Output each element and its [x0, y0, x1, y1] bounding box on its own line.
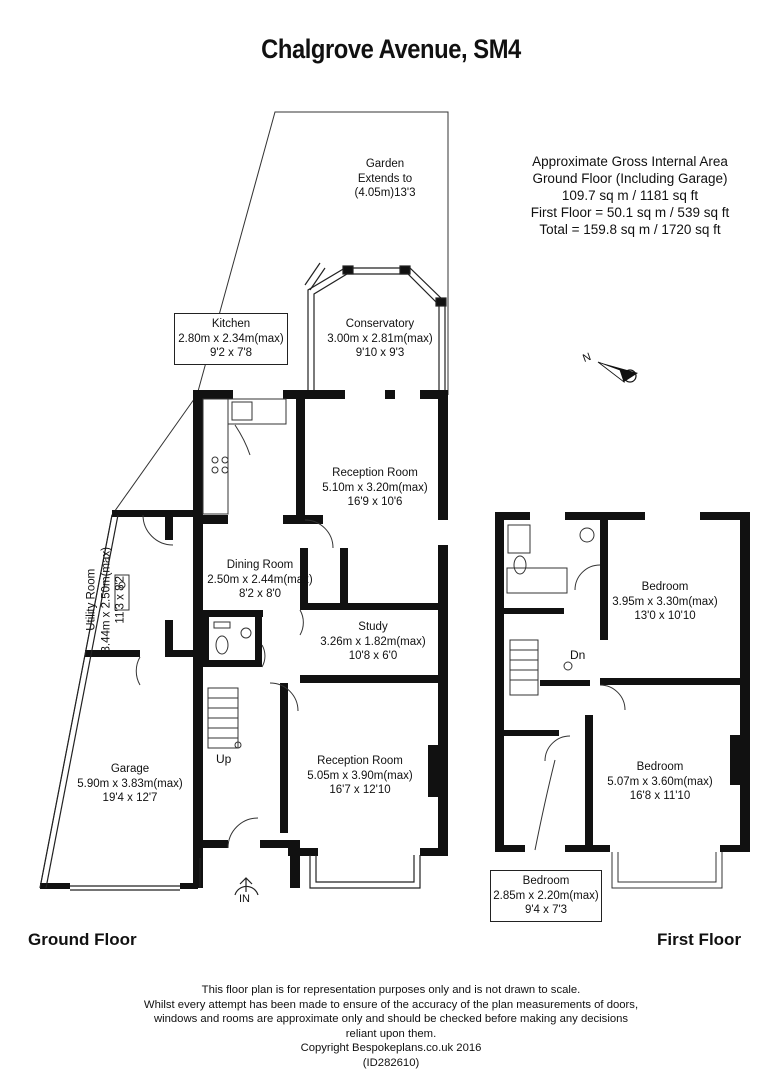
area-heading: Approximate Gross Internal Area	[532, 154, 728, 169]
footer-disclaimer: This floor plan is for representation pu…	[0, 983, 782, 1071]
garden-line-3: (4.05m)13'3	[354, 187, 416, 199]
room-imperial: 16'8 x 11'10	[629, 790, 691, 802]
room-name: Reception Room	[317, 755, 403, 767]
floor-name-first: First Floor	[657, 930, 742, 949]
footer-line-5: Copyright Bespokeplans.co.uk 2016	[300, 1042, 482, 1055]
kitchen-fittings	[202, 398, 287, 515]
area-total: Total = 159.8 sq m / 1720 sq ft	[539, 222, 721, 237]
room-imperial: 16'7 x 12'10	[329, 784, 391, 796]
bay-window	[309, 855, 421, 889]
room-label-study: Study 3.26m x 1.82m(max) 10'8 x 6'0	[313, 620, 433, 664]
garden-label: Garden Extends to (4.05m)13'3	[330, 157, 440, 201]
room-name: Conservatory	[345, 318, 415, 330]
first-floor-fittings	[506, 524, 723, 889]
area-ground-value: 109.7 sq m / 1181 sq ft	[561, 188, 699, 203]
room-name: Reception Room	[332, 467, 418, 479]
room-name: Utility Room	[85, 568, 98, 631]
garage-outline	[39, 514, 201, 891]
room-name: Bedroom	[636, 761, 684, 773]
entrance-label: IN	[239, 893, 250, 905]
footer-line-3: windows and rooms are approximate only a…	[153, 1013, 629, 1026]
compass-icon	[597, 361, 638, 384]
room-metric: 5.05m x 3.90m(max)	[307, 769, 413, 782]
room-label-bedroom-3: Bedroom 2.85m x 2.20m(max) 9'4 x 7'3	[490, 870, 602, 922]
footer-line-1: This floor plan is for representation pu…	[201, 984, 581, 996]
room-imperial: 9'10 x 9'3	[355, 347, 405, 359]
ground-stairs	[207, 687, 242, 749]
page-title: Chalgrove Avenue, SM4	[261, 34, 521, 64]
room-label-dining: Dining Room 2.50m x 2.44m(max) 8'2 x 8'0	[200, 558, 320, 602]
room-metric: 3.00m x 2.81m(max)	[327, 332, 433, 345]
footer-line-6: (ID282610)	[362, 1056, 420, 1069]
room-metric: 3.44m x 2.50m(max)	[99, 547, 112, 653]
room-name: Kitchen	[211, 318, 251, 330]
garden-line-2: Extends to	[357, 172, 413, 185]
room-label-reception-2: Reception Room 5.05m x 3.90m(max) 16'7 x…	[300, 754, 420, 798]
ground-doors	[135, 514, 334, 849]
footer-line-4: reliant upon them.	[345, 1027, 437, 1040]
room-name: Study	[358, 621, 388, 633]
garden-line-1: Garden	[365, 158, 405, 170]
room-imperial: 16'9 x 10'6	[347, 496, 403, 508]
room-imperial: 8'2 x 8'0	[238, 588, 282, 600]
conservatory-outline	[304, 262, 447, 390]
stairs-down-label: Dn	[570, 648, 586, 662]
room-label-reception-1: Reception Room 5.10m x 3.20m(max) 16'9 x…	[315, 466, 435, 510]
room-label-conservatory: Conservatory 3.00m x 2.81m(max) 9'10 x 9…	[320, 317, 440, 361]
ground-wc	[213, 621, 252, 655]
area-first-floor: First Floor = 50.1 sq m / 539 sq ft	[530, 205, 730, 220]
room-label-bedroom-1: Bedroom 3.95m x 3.30m(max) 13'0 x 10'10	[605, 580, 725, 624]
room-metric: 5.90m x 3.83m(max)	[77, 777, 183, 790]
room-imperial: 19'4 x 12'7	[102, 792, 158, 804]
room-label-kitchen: Kitchen 2.80m x 2.34m(max) 9'2 x 7'8	[174, 313, 288, 365]
room-imperial: 9'4 x 7'3	[524, 904, 568, 916]
room-metric: 3.26m x 1.82m(max)	[320, 635, 426, 648]
room-imperial: 10'8 x 6'0	[348, 650, 398, 662]
room-name: Bedroom	[641, 581, 689, 593]
room-label-utility: Utility Room 3.44m x 2.50m(max) 11'3 x 8…	[84, 540, 128, 660]
first-floor-walls	[495, 512, 750, 852]
area-ground-heading: Ground Floor (Including Garage)	[532, 171, 728, 186]
room-metric: 2.80m x 2.34m(max)	[178, 332, 284, 345]
room-imperial: 9'2 x 7'8	[209, 347, 253, 359]
entrance-arrow-icon	[234, 877, 259, 896]
room-metric: 3.95m x 3.30m(max)	[612, 595, 718, 608]
room-imperial: 13'0 x 10'10	[634, 610, 696, 622]
footer-line-2: Whilst every attempt has been made to en…	[143, 998, 639, 1011]
room-name: Garage	[110, 763, 150, 775]
room-metric: 5.07m x 3.60m(max)	[607, 775, 713, 788]
room-name: Dining Room	[226, 559, 294, 571]
area-summary: Approximate Gross Internal Area Ground F…	[520, 153, 740, 238]
room-metric: 5.10m x 3.20m(max)	[322, 481, 428, 494]
stairs-up-label: Up	[216, 752, 232, 766]
floor-name-ground: Ground Floor	[28, 930, 137, 949]
room-label-bedroom-2: Bedroom 5.07m x 3.60m(max) 16'8 x 11'10	[600, 760, 720, 804]
ground-floor-walls	[40, 390, 448, 889]
utility-sink	[114, 574, 130, 611]
room-metric: 2.85m x 2.20m(max)	[493, 889, 599, 902]
room-label-garage: Garage 5.90m x 3.83m(max) 19'4 x 12'7	[70, 762, 190, 806]
room-imperial: 11'3 x 8'2	[114, 575, 127, 624]
room-metric: 2.50m x 2.44m(max)	[207, 573, 313, 586]
room-name: Bedroom	[522, 875, 570, 887]
